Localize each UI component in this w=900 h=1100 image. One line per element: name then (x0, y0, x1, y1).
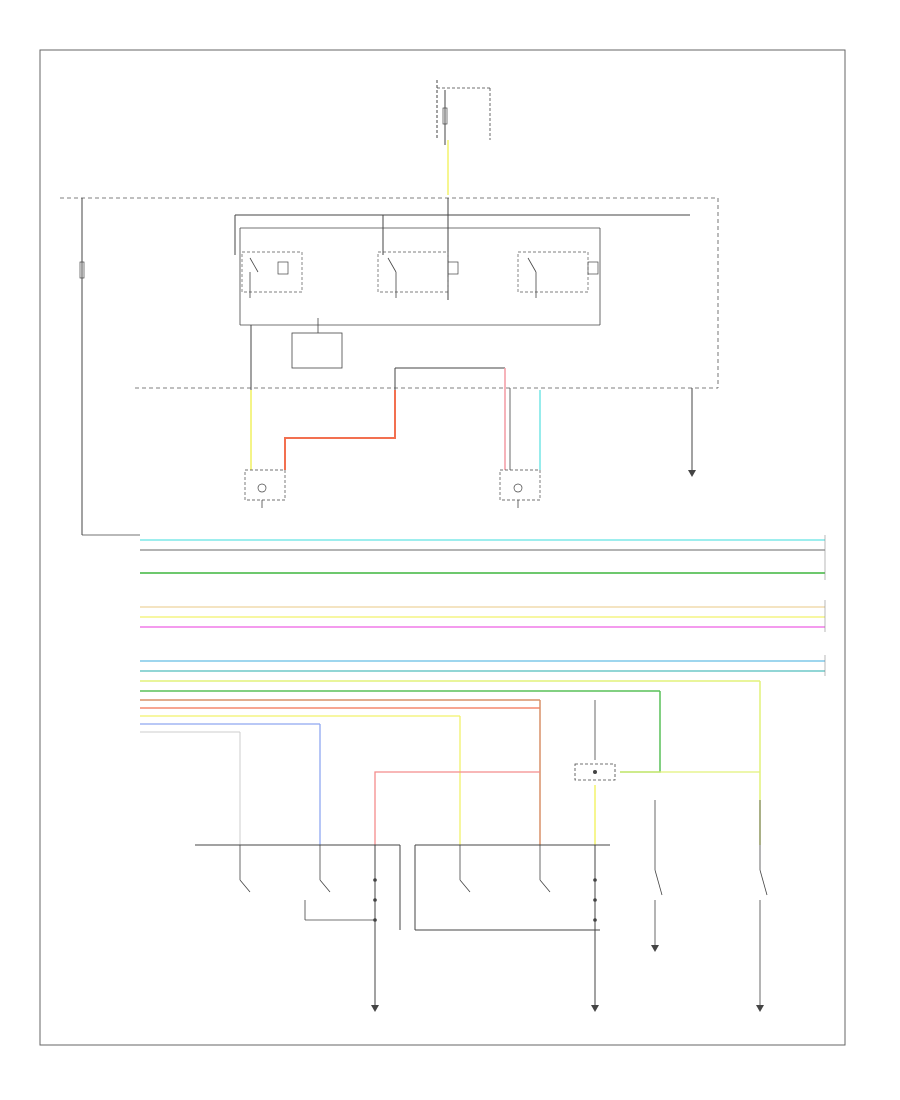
harness-group-1 (140, 539, 825, 574)
motor-feeds (250, 325, 693, 470)
left-door-ajar-switch (651, 845, 663, 952)
ground-icon (688, 470, 696, 477)
top-fuse-block (436, 80, 491, 195)
passenger-door-lock-switch (414, 844, 610, 1012)
right-door-lock-motor (499, 469, 541, 508)
diagram-frame (39, 49, 846, 1046)
harness-group-2 (140, 606, 825, 628)
relay-block (234, 198, 690, 369)
left-fuse (79, 198, 85, 535)
connector-icon (574, 763, 616, 781)
harness-drops (239, 681, 761, 845)
left-door-lock-motor (244, 469, 286, 508)
harness-group-3 (140, 660, 825, 733)
right-door-ajar-switch (756, 845, 768, 1012)
driver-door-lock-switch (195, 844, 401, 1012)
